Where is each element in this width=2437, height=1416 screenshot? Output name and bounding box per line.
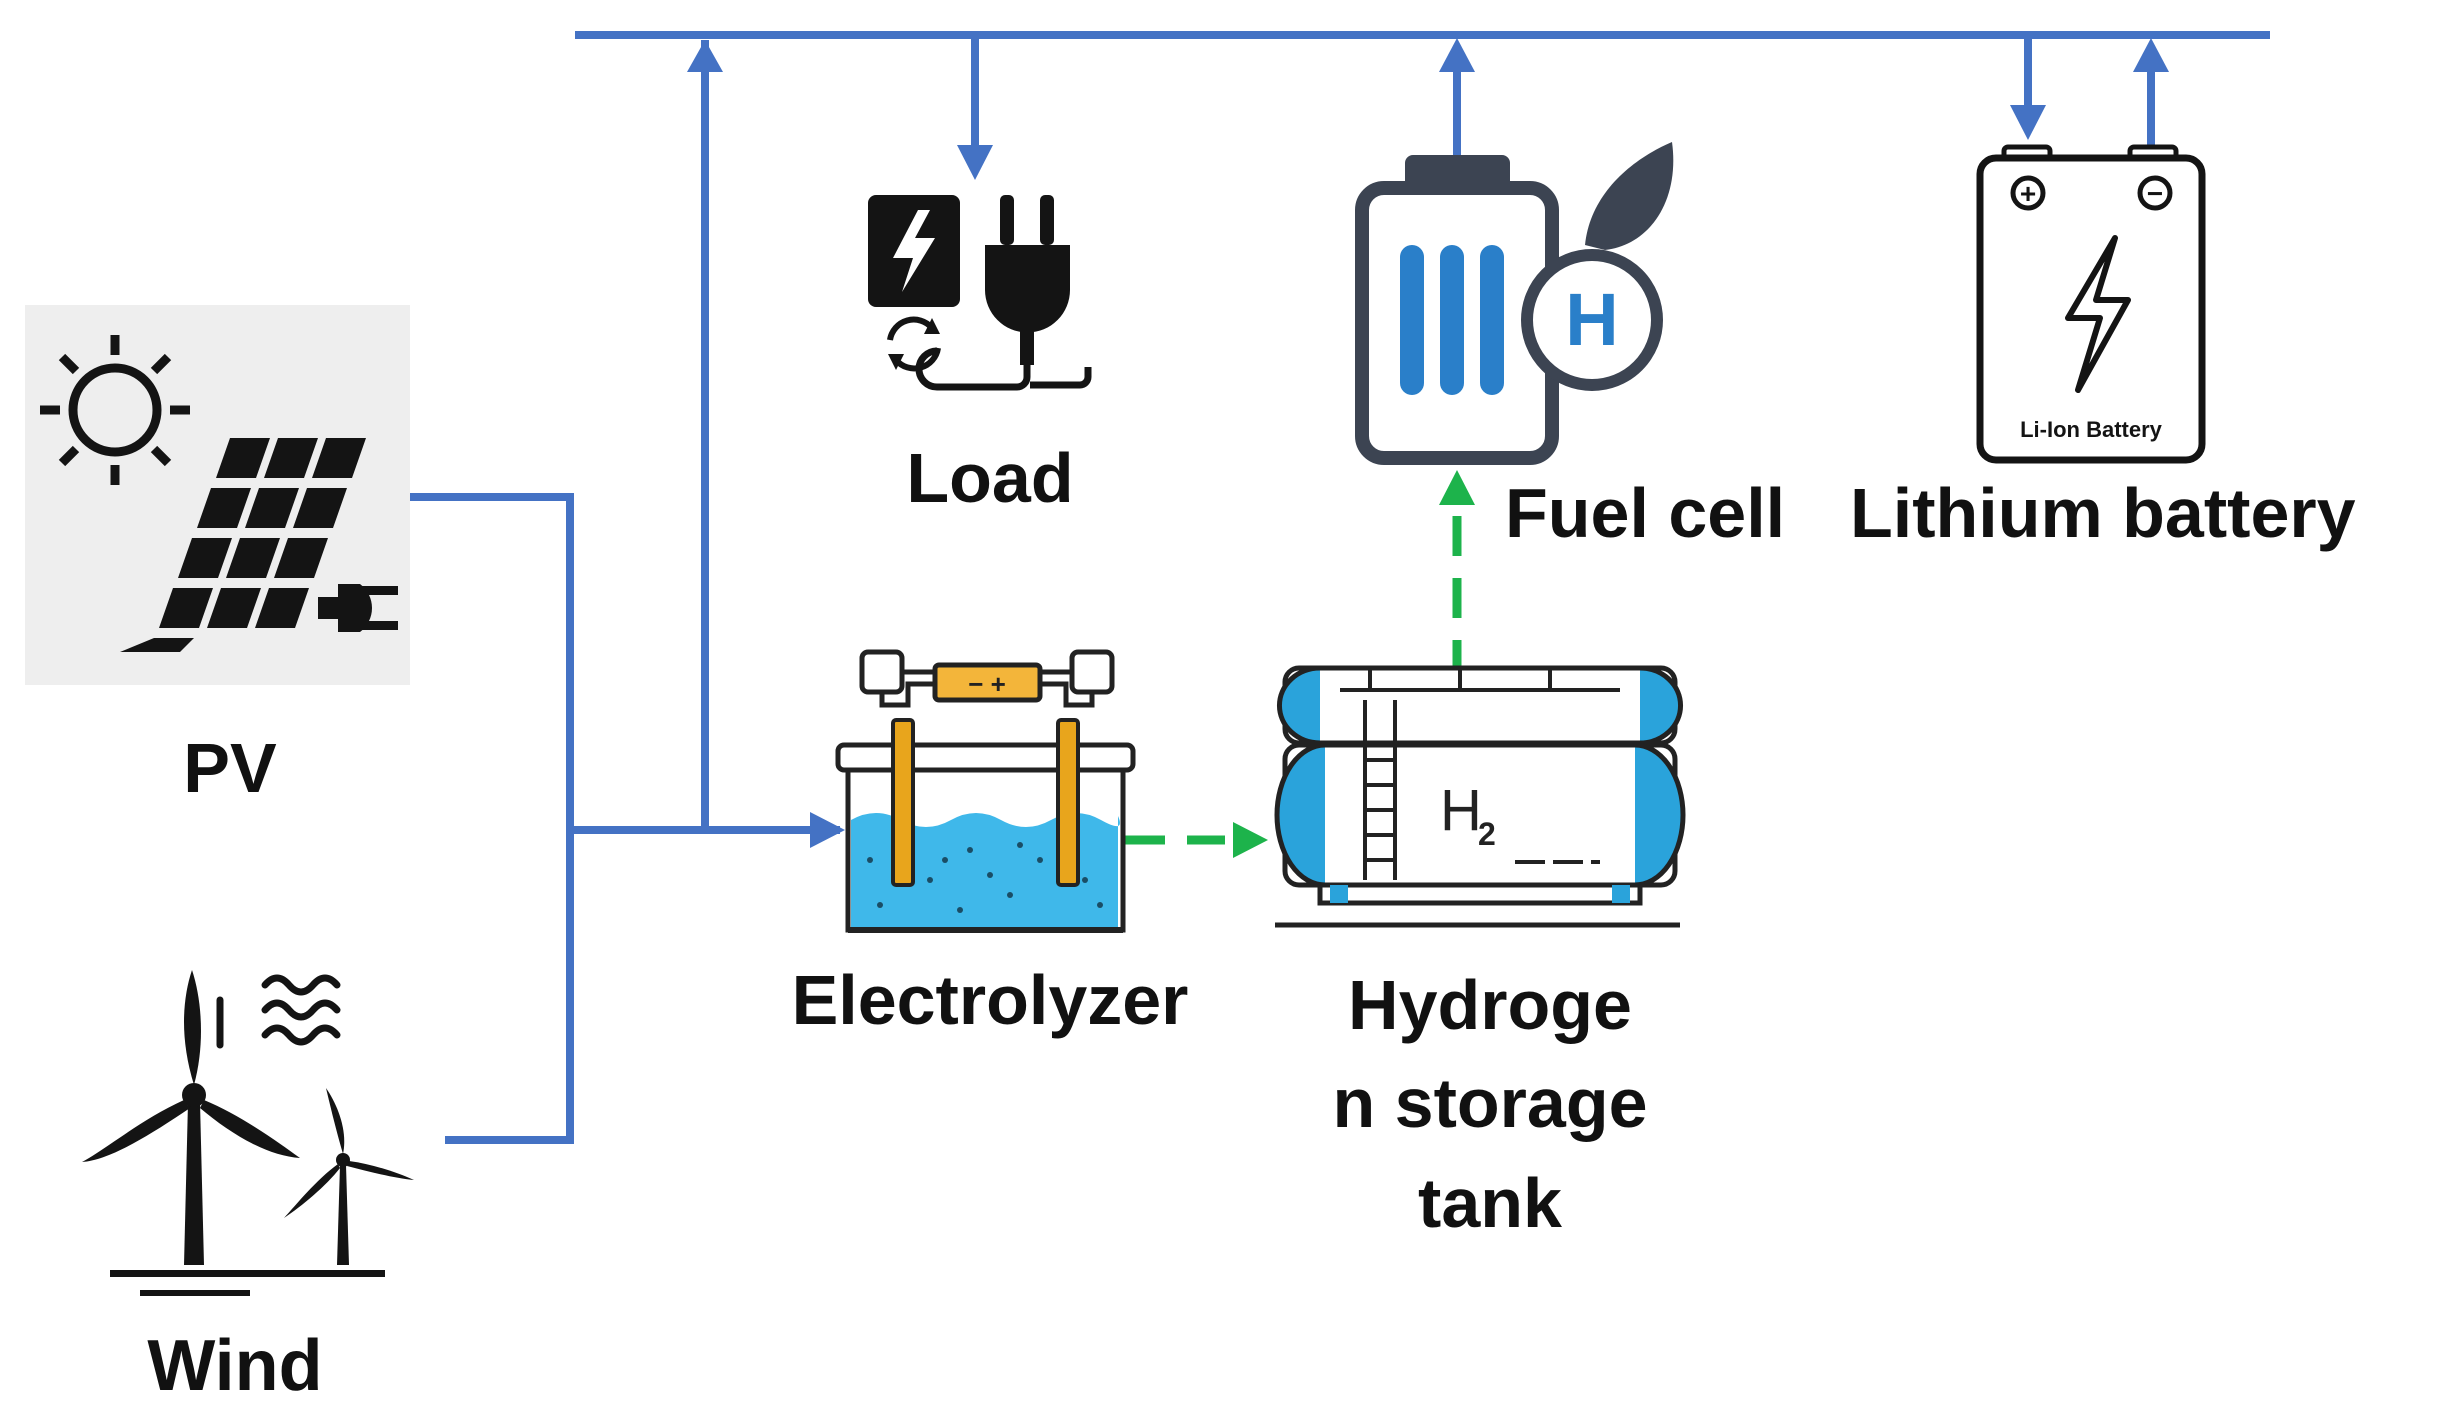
- power-bus: [410, 31, 2270, 1144]
- electrolyzer-icon: − +: [835, 649, 1136, 933]
- pv-connection-line: [410, 493, 574, 830]
- h2-subscript: 2: [1478, 816, 1496, 852]
- battery-minus-sign: −: [2147, 178, 2163, 209]
- wind-label: Wind: [147, 1326, 323, 1406]
- battery-to-bus-stem: [2147, 70, 2155, 150]
- tank-label-line3: tank: [1418, 1164, 1562, 1242]
- plug-icon: [985, 195, 1070, 365]
- arrow-into-electrolyzer: [810, 812, 845, 848]
- sun-icon: [40, 335, 190, 485]
- charger-icon: [868, 195, 960, 307]
- tank-label-line2: n storage: [1332, 1064, 1648, 1142]
- arrow-into-fuelcell: [1439, 470, 1475, 505]
- battery-label: Lithium battery: [1850, 474, 2356, 552]
- electrolyzer-polarity: − +: [968, 669, 1006, 699]
- fuel-cell-label: Fuel cell: [1505, 474, 1786, 552]
- fuelcell-to-bus-stem: [1453, 70, 1461, 155]
- pv-label: PV: [183, 729, 277, 807]
- hydrogen-tank-icon: H 2: [1274, 665, 1686, 928]
- plug-cable: [915, 347, 1031, 391]
- bus-to-battery-stem: [2024, 35, 2032, 105]
- load-icon: [868, 195, 1092, 391]
- bus-to-load-stem: [971, 35, 979, 145]
- electrolyzer-label: Electrolyzer: [791, 961, 1189, 1039]
- wind-connection-line: [445, 830, 574, 1144]
- h2-label: H: [1440, 778, 1482, 843]
- lightning-icon: [2065, 235, 2131, 393]
- power-source-icon: [932, 662, 1043, 703]
- hydrogen-flow: [1125, 470, 1475, 858]
- plug-icon: [318, 584, 398, 632]
- tank-label-line1: Hydroge: [1348, 966, 1632, 1044]
- fuel-cell-h-letter: H: [1565, 278, 1618, 361]
- solar-panel-icon: [25, 305, 410, 685]
- anode-electrode: [891, 718, 915, 887]
- load-label: Load: [906, 439, 1074, 517]
- cathode-electrode: [1056, 718, 1080, 887]
- wind-lines-icon: [216, 974, 341, 1049]
- arrow-down-to-load: [957, 145, 993, 180]
- battery-caption: Li-Ion Battery: [2020, 417, 2163, 442]
- arrow-up-from-battery: [2133, 38, 2169, 72]
- wind-turbine-icon: [82, 970, 414, 1296]
- battery-plus-sign: +: [2020, 178, 2036, 209]
- arrow-up-to-bus: [687, 40, 723, 72]
- arrow-into-tank: [1233, 822, 1268, 858]
- bus-arrows: [687, 35, 2169, 848]
- fuel-cell-icon: H: [1355, 142, 1674, 465]
- leaf-icon: [1585, 142, 1674, 250]
- lithium-battery-icon: + − Li-Ion Battery: [1976, 144, 2206, 464]
- panel-grid: [120, 438, 366, 652]
- arrow-up-from-fuelcell: [1439, 38, 1475, 72]
- arrow-down-to-battery: [2010, 105, 2046, 140]
